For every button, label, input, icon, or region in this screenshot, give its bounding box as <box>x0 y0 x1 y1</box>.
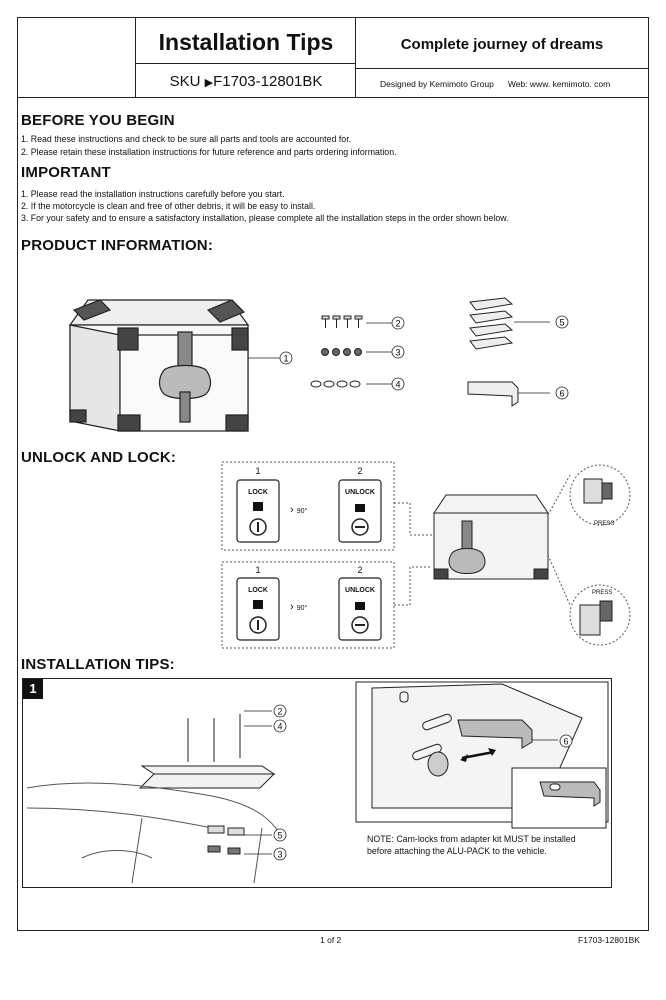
triangle-icon: ▶ <box>204 77 214 89</box>
install-callout-2: 2 <box>277 707 282 717</box>
before-item-1: 1. Read these instructions and check to … <box>21 134 352 144</box>
footer-sku: F1703-12801BK <box>578 935 640 945</box>
latch-detail-bottom <box>579 600 613 636</box>
arrow-right-icon: › <box>290 601 294 613</box>
install-callout-4: 4 <box>277 722 282 732</box>
lock-step-1: 1 <box>255 565 260 575</box>
header: Installation Tips SKU ▶F1703-12801BK Com… <box>18 18 648 98</box>
unlock-label-1: UNLOCK <box>345 489 375 496</box>
product-heading: PRODUCT INFORMATION: <box>21 237 214 254</box>
note-line-1: NOTE: Cam-locks from adapter kit MUST be… <box>367 834 576 844</box>
important-item-1: 1. Please read the installation instruct… <box>21 189 285 199</box>
bracket-detail <box>539 781 601 807</box>
sku-line: SKU ▶F1703-12801BK <box>136 65 356 98</box>
step-number: 1 <box>23 679 43 699</box>
bracket-drawing <box>467 381 519 407</box>
callout-5: 5 <box>559 318 564 328</box>
press-label-1: PRESS <box>594 521 614 527</box>
important-item-2: 2. If the motorcycle is clean and free o… <box>21 201 316 211</box>
washers-drawing <box>310 380 361 388</box>
cam-locks-drawing <box>207 825 245 855</box>
install-note: NOTE: Cam-locks from adapter kit MUST be… <box>367 833 576 857</box>
unlock-step-1: 1 <box>255 466 260 476</box>
padlock-closed-icon <box>253 502 263 511</box>
lock-label-2: LOCK <box>248 587 268 594</box>
unlock-heading: UNLOCK AND LOCK: <box>21 449 177 466</box>
sku-label: SKU <box>169 73 201 90</box>
callout-4: 4 <box>395 380 400 390</box>
press-label-2: PRESS <box>592 590 612 596</box>
latch-detail-top <box>583 478 613 504</box>
install-callout-3: 3 <box>277 850 282 860</box>
callout-3: 3 <box>395 348 400 358</box>
clips-drawing <box>469 297 514 350</box>
unlock-label-2: UNLOCK <box>345 587 375 594</box>
install-callout-5: 5 <box>277 831 282 841</box>
slogan: Complete journey of dreams <box>356 18 648 69</box>
page-title: Installation Tips <box>136 18 356 64</box>
angle-label-2: 90° <box>297 604 308 612</box>
padlock-closed-icon <box>253 600 263 609</box>
important-item-3: 3. For your safety and to ensure a satis… <box>21 213 509 223</box>
page-number: 1 of 2 <box>320 935 342 945</box>
lock-label-1: LOCK <box>248 489 268 496</box>
padlock-open-icon <box>355 504 365 512</box>
install-heading: INSTALLATION TIPS: <box>21 656 175 673</box>
lock-step-2: 2 <box>357 565 362 575</box>
unlock-step-2: 2 <box>357 466 362 476</box>
rack-drawing <box>138 714 276 789</box>
angle-label-1: 90° <box>297 507 308 515</box>
slogan-cell: Complete journey of dreams Designed by K… <box>356 18 648 98</box>
install-diagram: 2 4 5 3 6 <box>26 681 609 884</box>
callout-6: 6 <box>559 389 564 399</box>
case-drawing-small <box>433 494 549 580</box>
callout-1: 1 <box>283 354 288 364</box>
sku-value: F1703-12801BK <box>213 73 323 90</box>
install-step-box: 1 <box>22 678 612 888</box>
credits: Designed by Kemimoto Group Web: www. kemi… <box>356 70 648 98</box>
padlock-open-icon <box>355 602 365 610</box>
motorcycle-drawing <box>26 782 283 884</box>
before-item-2: 2. Please retain these installation inst… <box>21 147 397 157</box>
designed-by: Designed by Kemimoto Group <box>380 79 494 89</box>
top-case-drawing <box>68 299 250 432</box>
nuts-drawing <box>321 348 362 356</box>
web-address: Web: www. kemimoto. com <box>507 79 611 89</box>
logo-cell <box>18 18 136 98</box>
arrow-right-icon: › <box>290 504 294 516</box>
title-cell: Installation Tips SKU ▶F1703-12801BK <box>136 18 356 98</box>
install-callout-6: 6 <box>563 737 568 747</box>
callout-2: 2 <box>395 319 400 329</box>
before-heading: BEFORE YOU BEGIN <box>21 112 175 129</box>
slide-arrow-icon <box>461 750 495 760</box>
note-line-2: before attaching the ALU-PACK to the veh… <box>367 846 547 856</box>
lock-diagram: 1 2 LOCK 90° › UNLOCK 1 2 LOCK 90° › UNL… <box>221 461 631 649</box>
product-diagram: 1 2 3 4 5 6 <box>68 297 569 432</box>
screws-drawing <box>321 315 363 328</box>
page-frame: Installation Tips SKU ▶F1703-12801BK Com… <box>17 17 649 931</box>
important-heading: IMPORTANT <box>21 164 111 181</box>
